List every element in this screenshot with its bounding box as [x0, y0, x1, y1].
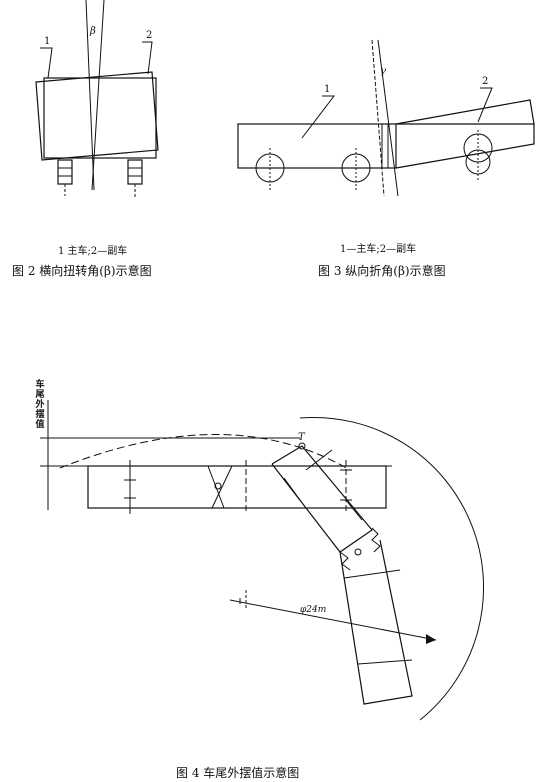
fig4-title: 图 4 车尾外摆值示意图	[176, 766, 300, 780]
vertical-label-char: 车	[35, 380, 45, 390]
fig2-legend: 1 主车;2—副车	[58, 246, 128, 257]
fig4-second-joint	[354, 548, 362, 556]
vertical-label-char: 尾	[35, 390, 45, 400]
fig3-title: 图 3 纵向折角(β)示意图	[318, 264, 446, 278]
fig4-radius-label: φ24m	[300, 605, 326, 615]
fig4-straight-vehicle	[87, 465, 387, 509]
fig4-hinge-mark	[371, 527, 381, 553]
fig2-callout-2-leader	[142, 41, 153, 75]
fig2-left-foot	[57, 159, 73, 185]
fig2-callout-1-leader	[40, 47, 53, 79]
fig2-secondary-body	[35, 71, 159, 161]
fig3-callout-2: 2	[482, 76, 488, 87]
fig3-secondary-chassis-lower	[395, 123, 535, 169]
fig2-callout-1: 1	[44, 36, 50, 47]
fig3-callout-2-leader	[477, 87, 493, 123]
fig4-dashed-arc	[59, 434, 351, 471]
fig4-radius-line	[229, 599, 437, 641]
vertical-label-char: 外	[35, 400, 45, 410]
fig2-callout-2: 2	[146, 30, 152, 41]
fig3-drawing: 1 2 γ	[237, 39, 535, 197]
fig4-pivot-joint	[214, 482, 222, 490]
vertical-label-char: 摆	[35, 410, 45, 420]
vertical-label-char: 值	[35, 420, 45, 430]
fig2-main-body	[43, 77, 157, 159]
fig4-dimension-marks	[124, 460, 352, 514]
fig2-vertical-axis	[85, 0, 95, 191]
fig3-pivot-axis-2	[371, 39, 385, 197]
fig4-outer-radius-arc	[299, 416, 485, 721]
fig3-pivot-axis	[377, 39, 399, 197]
fig2-right-foot	[127, 159, 143, 185]
fig4-vertical-label: 车尾外摆值	[34, 380, 46, 430]
fig3-callout-1: 1	[324, 84, 330, 95]
fig4-turn-segment-1	[271, 445, 373, 553]
fig2-angle-symbol: β	[89, 26, 96, 37]
fig3-secondary-chassis-upper	[395, 99, 535, 125]
fig2-title: 图 2 横向扭转角(β)示意图	[12, 264, 152, 278]
fig3-main-chassis	[237, 123, 397, 169]
fig2-drawing: 1 2 β	[35, 0, 159, 198]
fig3-angle-symbol: γ	[380, 66, 386, 77]
fig4-point-t-label: T	[298, 432, 306, 443]
fig3-callout-1-leader	[301, 95, 336, 139]
fig4-turn-segment-2	[339, 539, 413, 705]
fig2-tilted-axis	[91, 0, 105, 191]
fig4-drawing: T φ24m	[40, 400, 485, 721]
fig3-legend: 1—主车;2—副车	[340, 244, 417, 255]
